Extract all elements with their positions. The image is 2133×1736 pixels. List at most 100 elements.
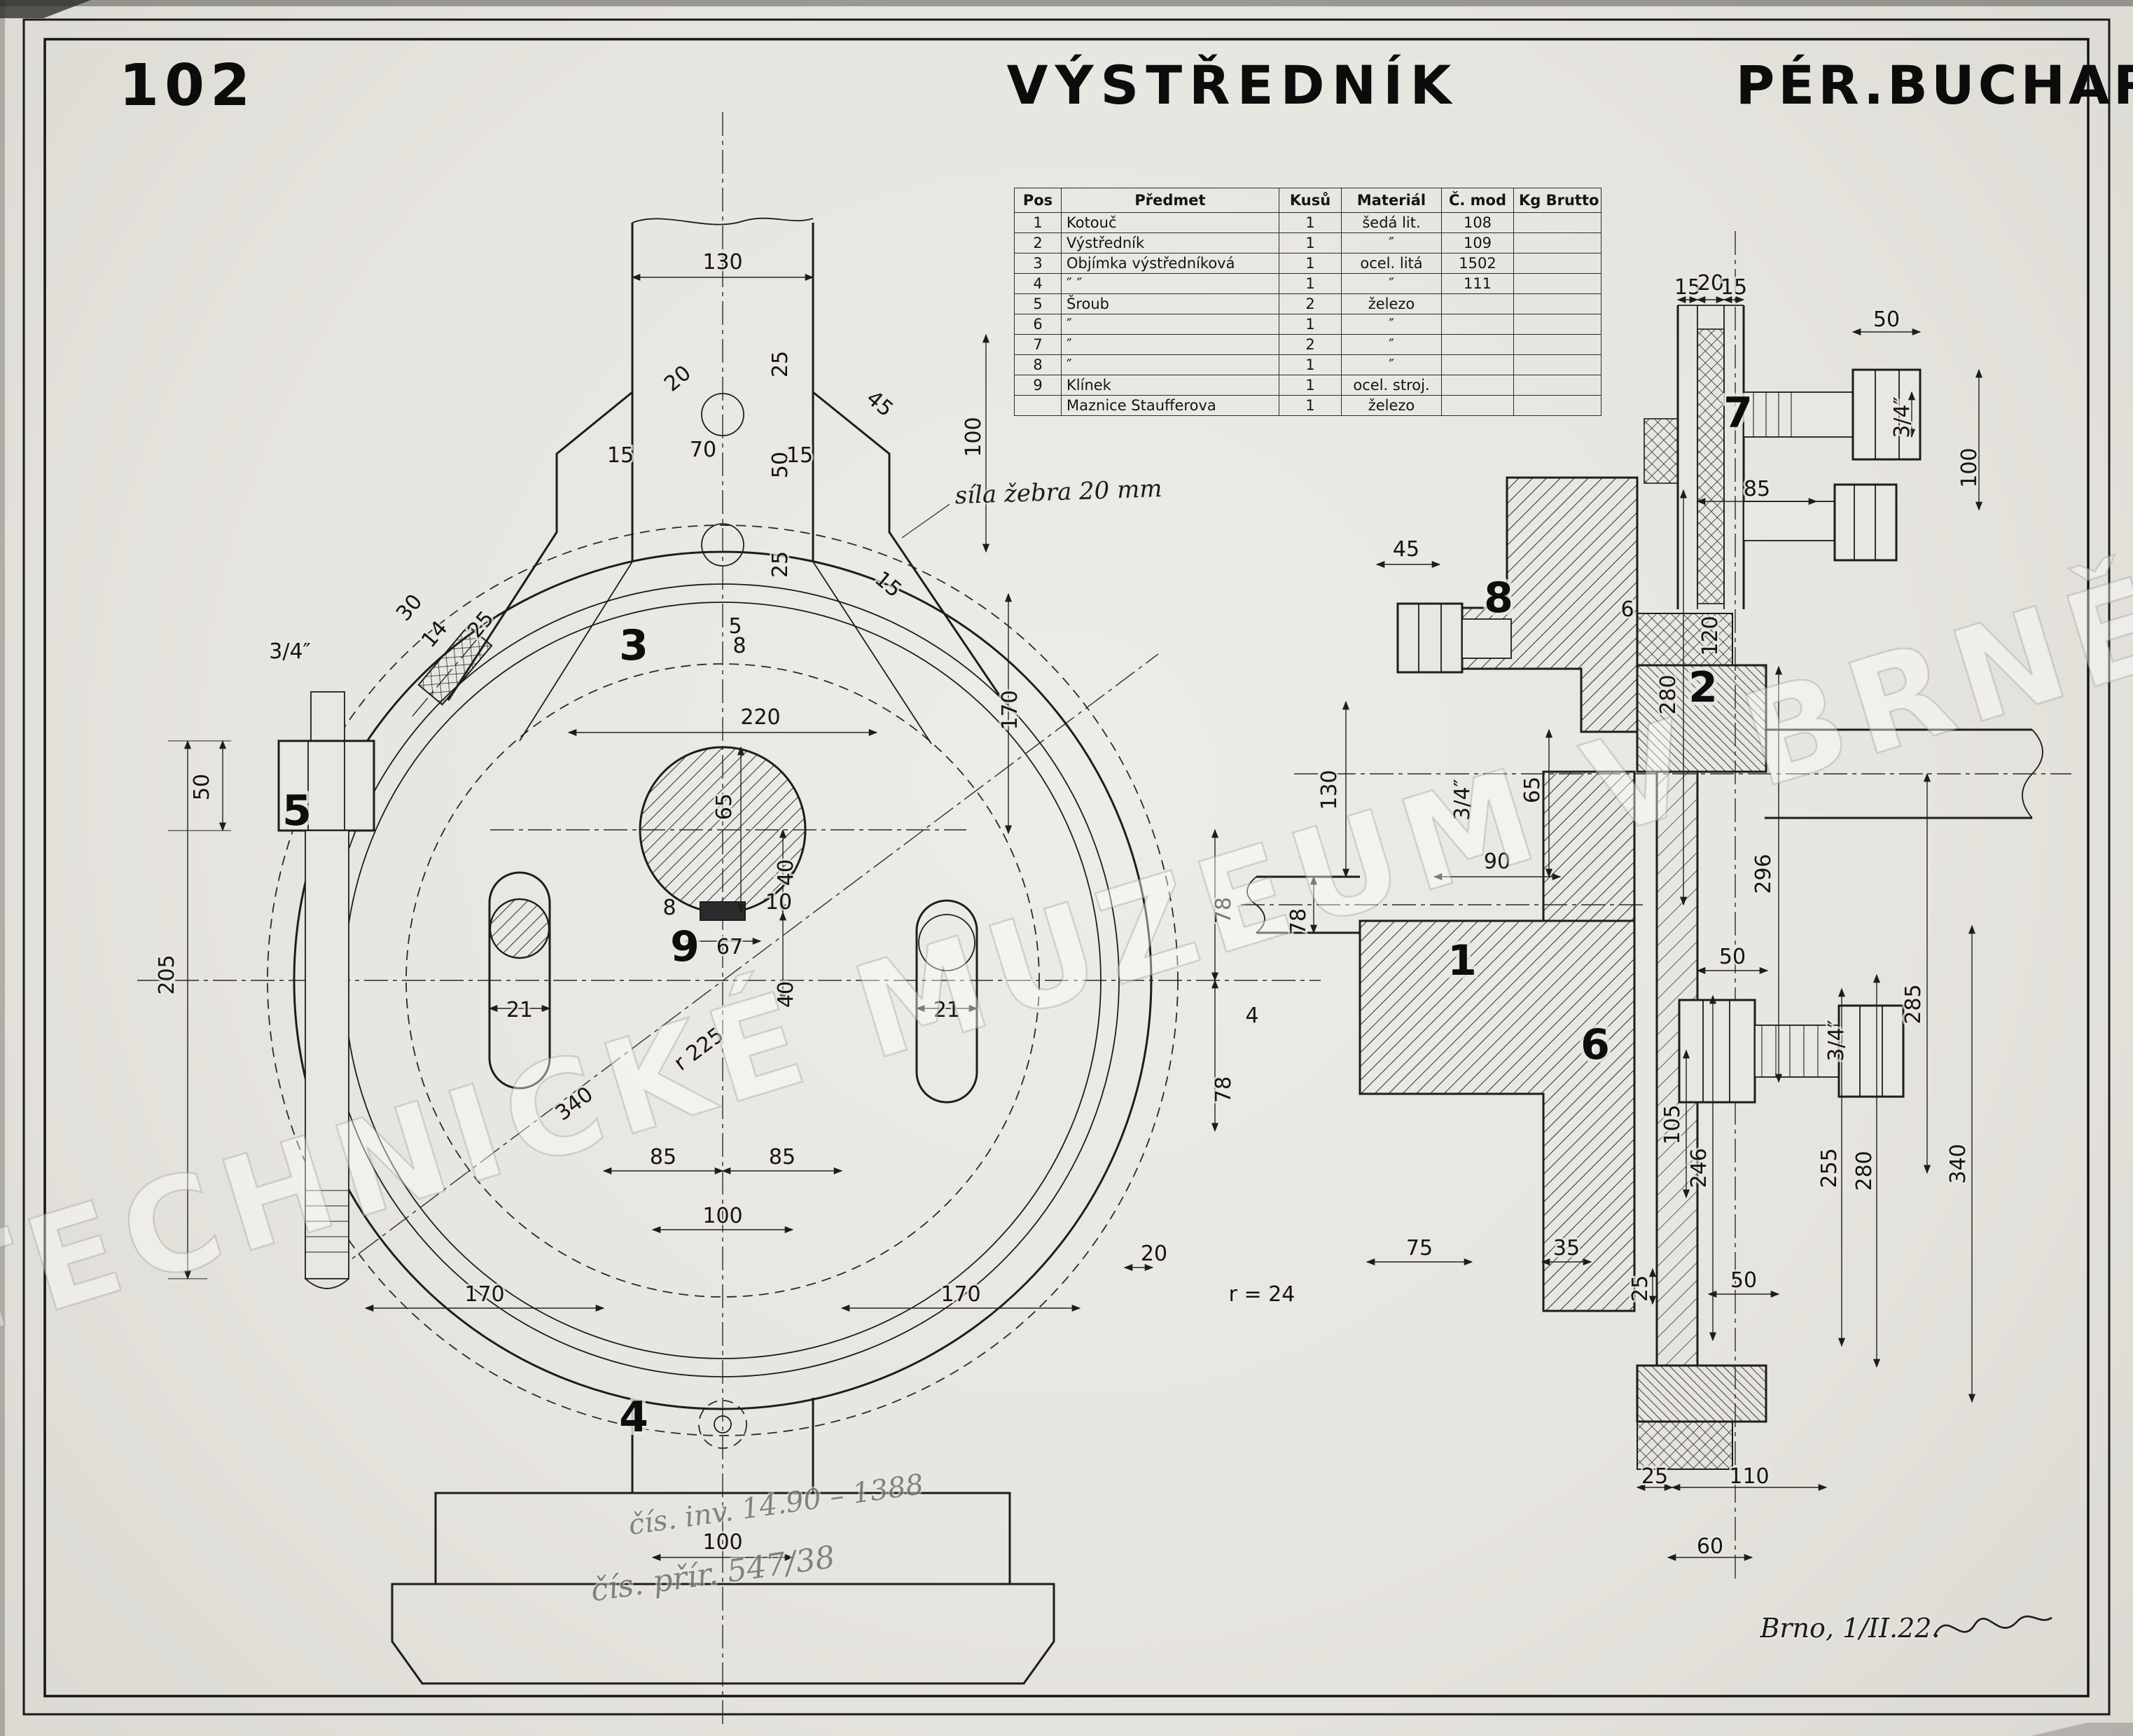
dimension-label: 65 [1520, 777, 1545, 803]
parts-table-cell: 108 [1441, 212, 1514, 233]
dimension-label: 280 [1852, 1151, 1877, 1190]
parts-table-cell: 1 [1279, 354, 1342, 375]
border-frame [22, 18, 2111, 1716]
parts-table-cell [1441, 375, 1514, 396]
parts-table-cell: 2 [1279, 334, 1342, 355]
section-view-eccentric [1241, 231, 2071, 1580]
part-number-callout: 9 [670, 922, 700, 971]
dimension-label: 70 [690, 438, 716, 462]
parts-table-cell [1513, 314, 1602, 335]
parts-table-cell: Objímka výstředníková [1061, 253, 1279, 274]
handwritten-note: Brno, 1/II.22. [1759, 1613, 1940, 1644]
page-title: VÝSTŘEDNÍK [1007, 53, 1459, 116]
dimension-label: 78 [1211, 1076, 1236, 1103]
parts-table-cell: ″ [1341, 232, 1442, 254]
slot-left [488, 871, 551, 1090]
parts-table-row: 4″ ″1″111 [1014, 273, 1602, 294]
part-number-callout: 6 [1580, 1020, 1610, 1069]
parts-table-cell: 1 [1279, 232, 1342, 254]
dimension-label: 110 [1729, 1464, 1769, 1489]
dimension-label: 5 [728, 614, 742, 639]
parts-table-cell [1513, 334, 1602, 355]
parts-table-cell [1441, 314, 1514, 335]
dimension-label: 65 [712, 793, 737, 820]
dimension-label: 20 [1697, 271, 1724, 296]
dimension-label: 85 [769, 1145, 795, 1169]
dimension-label: 15 [870, 567, 906, 602]
parts-table-cell: 2 [1014, 232, 1062, 254]
parts-table-cell: Šroub [1061, 293, 1279, 314]
dimension-label: 21 [933, 998, 960, 1022]
parts-table-cell: 1 [1279, 212, 1342, 233]
handwritten-note: čís. inv. 14.90 – 1388 [627, 1468, 926, 1542]
dimension-label: 246 [1687, 1148, 1711, 1188]
part-number-callout: 4 [619, 1393, 648, 1442]
parts-table-cell: ″ [1341, 354, 1442, 375]
clamp-block-crosshatch [1644, 418, 1679, 484]
parts-table-cell: 8 [1014, 354, 1062, 375]
drawing-number: 102 [119, 53, 256, 119]
parts-table-column-header: Pos [1014, 188, 1062, 213]
bolt-part5 [277, 691, 375, 1289]
parts-table-cell: 1 [1279, 375, 1342, 396]
dimension-label: 45 [1393, 537, 1419, 562]
dimension-label: 25 [1641, 1464, 1668, 1489]
parts-table-cell: 9 [1014, 375, 1062, 396]
parts-table-cell [1513, 395, 1602, 416]
dimension-label: 20 [660, 361, 696, 396]
dimension-label: 15 [1721, 275, 1747, 300]
dimension-label: 35 [1553, 1236, 1580, 1261]
parts-table-cell: 7 [1014, 334, 1062, 355]
dimension-label: 3/4″ [1450, 779, 1475, 821]
bracket-bolt [1396, 602, 1512, 674]
key-part9 [700, 901, 746, 921]
parts-table-cell [1513, 293, 1602, 314]
dimension-label: 255 [1817, 1148, 1842, 1188]
parts-table-column-header: Materiál [1341, 188, 1442, 213]
dimension-label: 15 [607, 443, 634, 468]
dimension-label: 120 [1698, 616, 1723, 655]
dimension-label: 100 [1957, 447, 1982, 487]
part-number-callout: 8 [1484, 574, 1513, 623]
dimension-label: 25 [768, 351, 793, 377]
parts-table-cell: ″ [1341, 273, 1442, 294]
parts-table-cell [1513, 212, 1602, 233]
parts-table-cell [1513, 375, 1602, 396]
dimension-label: 30 [391, 590, 427, 626]
dimension-label: 170 [940, 1282, 980, 1307]
parts-table-cell: ″ [1341, 334, 1442, 355]
parts-table-cell: ″ [1061, 314, 1279, 335]
dimension-label: 100 [702, 1204, 742, 1228]
parts-table-cell: 3 [1014, 253, 1062, 274]
dimension-label: 14 [417, 616, 452, 653]
part-number-callout: 3 [619, 621, 648, 670]
parts-table-cell [1513, 354, 1602, 375]
dimension-label: 285 [1901, 984, 1926, 1024]
dimension-label: 75 [1406, 1236, 1433, 1261]
dimension-lines [168, 273, 1983, 1562]
shaft-bore-hatched [639, 746, 807, 914]
dimension-label: 8 [732, 634, 746, 658]
dimension-label: 78 [1211, 897, 1236, 924]
dimension-label: 25 [1628, 1275, 1653, 1302]
parts-table-cell: 1502 [1441, 253, 1514, 274]
parts-table-cell [1441, 334, 1514, 355]
parts-table-cell: 1 [1014, 212, 1062, 233]
parts-table-cell [1513, 232, 1602, 254]
parts-table-cell: 1 [1279, 273, 1342, 294]
outer-rim-circle [293, 550, 1153, 1410]
dimension-label: 130 [702, 250, 742, 275]
part-number-callout: 1 [1447, 936, 1477, 985]
parts-table-cell [1441, 354, 1514, 375]
part-number-callout: 5 [282, 786, 312, 835]
parts-table-column-header: Č. mod [1441, 188, 1514, 213]
parts-table-column-header: Předmet [1061, 188, 1279, 213]
parts-table-cell: ocel. stroj. [1341, 375, 1442, 396]
parts-table-cell: Maznice Staufferova [1061, 395, 1279, 416]
